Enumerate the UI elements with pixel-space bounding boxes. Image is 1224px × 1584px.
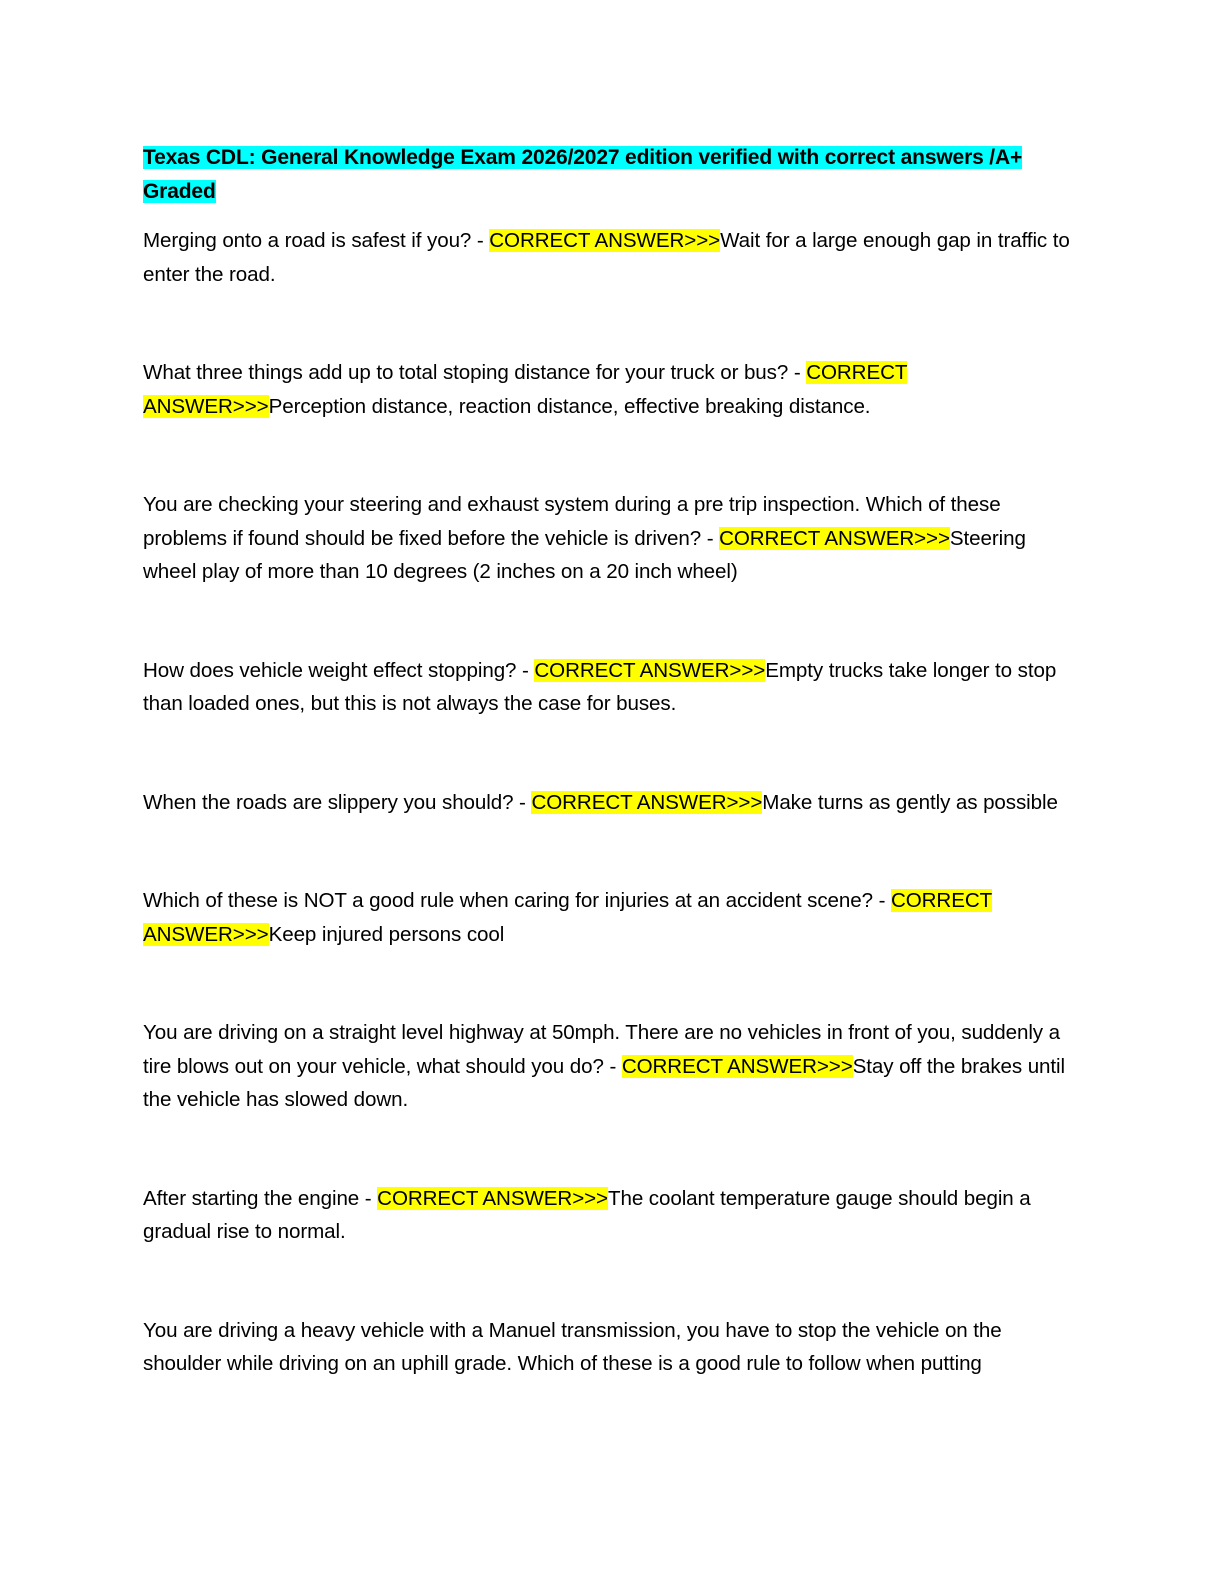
- question-text: What three things add up to total stopin…: [143, 361, 807, 384]
- answer-text: Empty trucks take longer to stop than lo…: [143, 658, 1057, 716]
- qa-item-4: How does vehicle weight effect stopping?…: [143, 654, 1078, 721]
- question-text: How does vehicle weight effect stopping?…: [143, 658, 535, 682]
- correct-answer-marker: CORRECT ANSWER>>>: [531, 790, 763, 814]
- answer-text: Keep injured persons cool: [268, 922, 505, 946]
- qa-item-3: You are checking your steering and exhau…: [143, 488, 1078, 589]
- answer-text: Wait for a large enough gap in traffic t…: [143, 229, 1070, 286]
- question-text: You are checking your steering and exhau…: [143, 493, 1001, 550]
- question-text: You are driving on a straight level high…: [143, 1021, 1060, 1078]
- document-title: Texas CDL: General Knowledge Exam 2026/2…: [143, 141, 1078, 208]
- question-text: After starting the engine -: [143, 1186, 378, 1210]
- document-content: Texas CDL: General Knowledge Exam 2026/2…: [143, 141, 1078, 1446]
- qa-item-9: You are driving a heavy vehicle with a M…: [143, 1314, 1078, 1381]
- qa-item-2: What three things add up to total stopin…: [143, 356, 1078, 423]
- correct-answer-marker: CORRECT ANSWER>>>: [534, 658, 766, 682]
- question-text: Which of these is NOT a good rule when c…: [143, 889, 891, 912]
- correct-answer-marker: CORRECT ANSWER>>>: [489, 229, 721, 252]
- title-highlight: Texas CDL: General Knowledge Exam 2026/2…: [143, 146, 1023, 203]
- correct-answer-marker: CORRECT ANSWER>>>: [377, 1186, 608, 1210]
- answer-text: Steering wheel play of more than 10 degr…: [143, 526, 1026, 584]
- qa-item-7: You are driving on a straight level high…: [143, 1016, 1078, 1117]
- qa-item-5: When the roads are slippery you should? …: [143, 786, 1078, 820]
- question-text: You are driving a heavy vehicle with a M…: [143, 1318, 1002, 1376]
- answer-text: The coolant temperature gauge should beg…: [143, 1186, 1031, 1244]
- correct-answer-marker: CORRECT ANSWER>>>: [621, 1054, 853, 1078]
- qa-item-1: Merging onto a road is safest if you? - …: [143, 224, 1078, 291]
- correct-answer-marker: CORRECT ANSWER>>>: [719, 526, 950, 550]
- qa-item-6: Which of these is NOT a good rule when c…: [143, 884, 1078, 951]
- answer-text: Perception distance, reaction distance, …: [268, 394, 871, 418]
- question-text: When the roads are slippery you should? …: [143, 790, 532, 814]
- question-text: Merging onto a road is safest if you? -: [143, 229, 490, 252]
- answer-text: Stay off the brakes until the vehicle ha…: [143, 1054, 1065, 1112]
- answer-text: Make turns as gently as possible: [762, 790, 1058, 814]
- qa-item-8: After starting the engine - CORRECT ANSW…: [143, 1182, 1078, 1249]
